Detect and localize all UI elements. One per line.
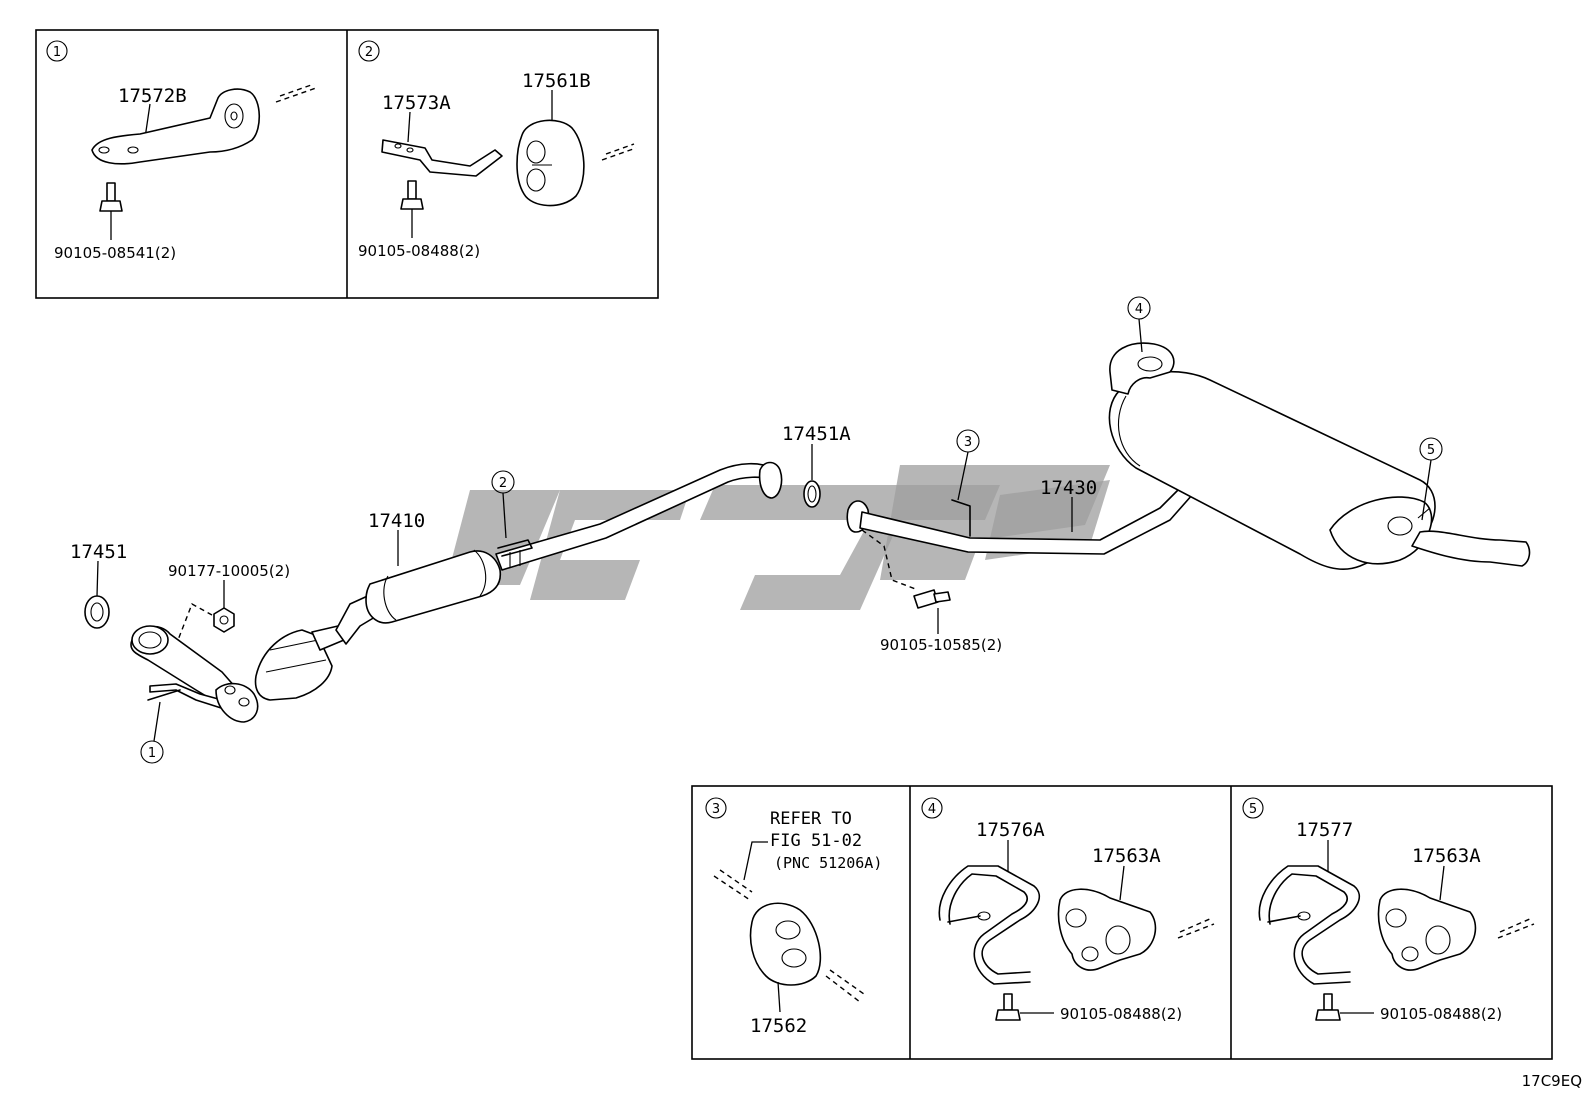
bolt-label-90105-08541: 90105-08541(2) [54,244,176,262]
bolt-label-90105-10585: 90105-10585(2) [880,636,1002,654]
diagram-code: 17C9EQ [1522,1072,1582,1090]
part-label-17562: 17562 [750,1015,807,1037]
tail-pipe-17430 [846,342,1531,570]
inset-4: 4 17576A 17563A 90105-08488(2) [921,797,1215,1023]
front-pipe-17410 [130,461,783,723]
inset-4-marker: 4 [928,802,936,817]
inset-1: 1 17572B 90105-08541(2) [46,40,317,262]
marker-4-text: 4 [1135,302,1143,317]
bracket-17576A [938,865,1040,975]
bolt-label-4: 90105-08488(2) [1060,1005,1182,1023]
refer-line2: FIG 51-02 [770,831,862,851]
hanger-17563A [1377,888,1477,971]
hanger-17561B [516,119,585,207]
marker-1 [140,740,164,764]
refer-line1: REFER TO [770,809,852,829]
inset-5: 5 17577 17563A 90105-08488(2) [1242,797,1535,1023]
inset-2: 2 17573A 17561B 90105-08488(2) [358,40,637,260]
inset-3: 3 REFER TO FIG 51-02 (PNC 51206A) 17562 [705,797,882,1037]
nut-icon [213,607,235,633]
bolt-icon [1315,993,1341,1021]
part-label-17563A-5: 17563A [1412,845,1481,867]
marker-2-text: 2 [499,476,507,491]
bolt-icon [99,182,123,212]
gasket-17451A [803,480,821,508]
refer-line3: (PNC 51206A) [774,854,882,872]
part-label-17573A: 17573A [382,92,451,114]
part-label-17451A: 17451A [782,423,851,445]
bolt-icon [400,180,424,210]
part-label-17577: 17577 [1296,819,1353,841]
bracket-17572B [91,88,261,165]
gasket-17451 [84,595,110,629]
bolt-icon [913,589,951,609]
bolt-label-90105-08488: 90105-08488(2) [358,242,480,260]
part-label-17430: 17430 [1040,477,1097,499]
marker-3-text: 3 [964,435,972,450]
inset-2-marker: 2 [365,45,373,60]
inset-frame-bottom [691,785,1553,1060]
hanger-17563A [1057,888,1157,971]
bolt-label-5: 90105-08488(2) [1380,1005,1502,1023]
nut-label-90177-10005: 90177-10005(2) [168,562,290,580]
hanger-17562 [749,902,822,986]
part-label-17572B: 17572B [118,85,187,107]
marker-5-text: 5 [1427,443,1435,458]
part-label-17561B: 17561B [522,70,591,92]
inset-1-marker: 1 [53,45,61,60]
bolt-icon [995,993,1021,1021]
inset-5-marker: 5 [1249,802,1257,817]
bracket-17573A [381,139,503,177]
bracket-17577 [1258,865,1360,975]
part-label-17576A: 17576A [976,819,1045,841]
inset-3-marker: 3 [712,802,720,817]
part-label-17563A-4: 17563A [1092,845,1161,867]
marker-1-text: 1 [148,746,156,761]
part-label-17410: 17410 [368,510,425,532]
part-label-17451: 17451 [70,541,127,563]
